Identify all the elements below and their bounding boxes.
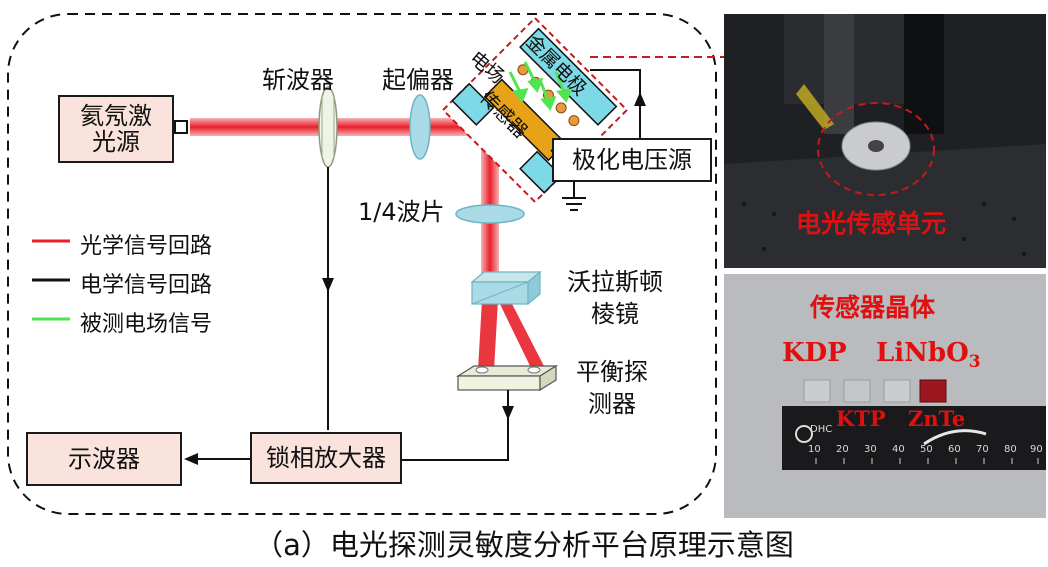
quarter-wave-plate-lens <box>455 204 525 224</box>
photo-crystals-art <box>724 274 1046 518</box>
ruler-tick-40: 40 <box>892 444 905 455</box>
laser-output-port <box>174 120 188 134</box>
field-arrows <box>508 61 573 111</box>
beam-split-right <box>498 300 546 370</box>
ruler-tick-70: 70 <box>976 444 989 455</box>
beam-split-left <box>478 300 498 370</box>
crystal-kdp-label: KDP <box>782 338 847 368</box>
photo-sensing-unit: 电光传感单元 <box>724 14 1046 268</box>
photo-sensing-unit-label: 电光传感单元 <box>796 209 947 238</box>
balanced-detector-text: 平衡探测器 <box>576 358 648 418</box>
quarter-wave-plate-label: 1/4波片 <box>358 198 445 226</box>
polarization-voltage-source-label: 极化电压源 <box>572 145 692 174</box>
lockin-amplifier-label: 锁相放大器 <box>266 443 386 472</box>
laser-source-box: 氦氖激光源 <box>58 95 174 163</box>
beam-horizontal <box>190 118 490 136</box>
wollaston-prism-text: 沃拉斯顿棱镜 <box>567 268 663 328</box>
polarizer-label: 起偏器 <box>382 66 454 94</box>
legend-optical-label: 光学信号回路 <box>80 234 213 259</box>
detector-signal-line <box>402 390 509 461</box>
schematic-boundary <box>7 13 717 515</box>
photo-sensing-unit-art <box>724 14 1046 268</box>
ruler-tick-50: 50 <box>920 444 933 455</box>
crystals-title: 传感器晶体 <box>810 293 936 322</box>
crystal-linbo3-text: LiNbO <box>876 338 969 368</box>
ruler-tick-30: 30 <box>864 444 877 455</box>
ruler-tick-80: 80 <box>1004 444 1017 455</box>
polarization-voltage-source-box: 极化电压源 <box>552 138 712 182</box>
oscilloscope-label: 示波器 <box>68 444 140 473</box>
ruler-ticks: 10 20 30 40 50 60 70 80 90 <box>806 444 1046 458</box>
voltage-wire <box>590 69 641 138</box>
laser-source-label: 氦氖激光源 <box>80 101 152 156</box>
legend-electrical-label: 电学信号回路 <box>80 273 213 298</box>
crystal-linbo3-label: LiNbO3 <box>876 338 981 372</box>
photo-crystals: 传感器晶体 KDP LiNbO3 KTP ZnTe DHC 10 20 30 4… <box>724 274 1046 518</box>
crystal-znte-label: ZnTe <box>908 406 966 431</box>
ruler-tick-20: 20 <box>836 444 849 455</box>
ruler-tick-60: 60 <box>948 444 961 455</box>
chopper-label: 斩波器 <box>262 66 334 94</box>
ruler-tick-90: 90 <box>1030 444 1043 455</box>
ruler-tick-10: 10 <box>808 444 821 455</box>
metal-electrode-bar <box>519 27 618 126</box>
znte-crystal <box>919 379 947 403</box>
balanced-detector-element <box>455 364 559 392</box>
ruler-logo: DHC <box>810 424 833 435</box>
legend-field-label: 被测电场信号 <box>80 312 213 337</box>
wollaston-prism-element <box>470 270 542 306</box>
balanced-detector-label: 平衡探测器 <box>572 356 652 420</box>
chopper-element <box>318 86 338 168</box>
crystal-ktp-label: KTP <box>836 406 886 431</box>
polarizer-lens <box>409 94 431 160</box>
oscilloscope-box: 示波器 <box>26 432 182 486</box>
photo-sensing-unit-highlight <box>817 102 935 196</box>
wollaston-prism-label: 沃拉斯顿棱镜 <box>566 266 664 330</box>
figure-caption: （a）电光探测灵敏度分析平台原理示意图 <box>254 528 794 562</box>
crystal-linbo3-subscript: 3 <box>968 352 981 373</box>
lockin-amplifier-box: 锁相放大器 <box>250 432 402 484</box>
